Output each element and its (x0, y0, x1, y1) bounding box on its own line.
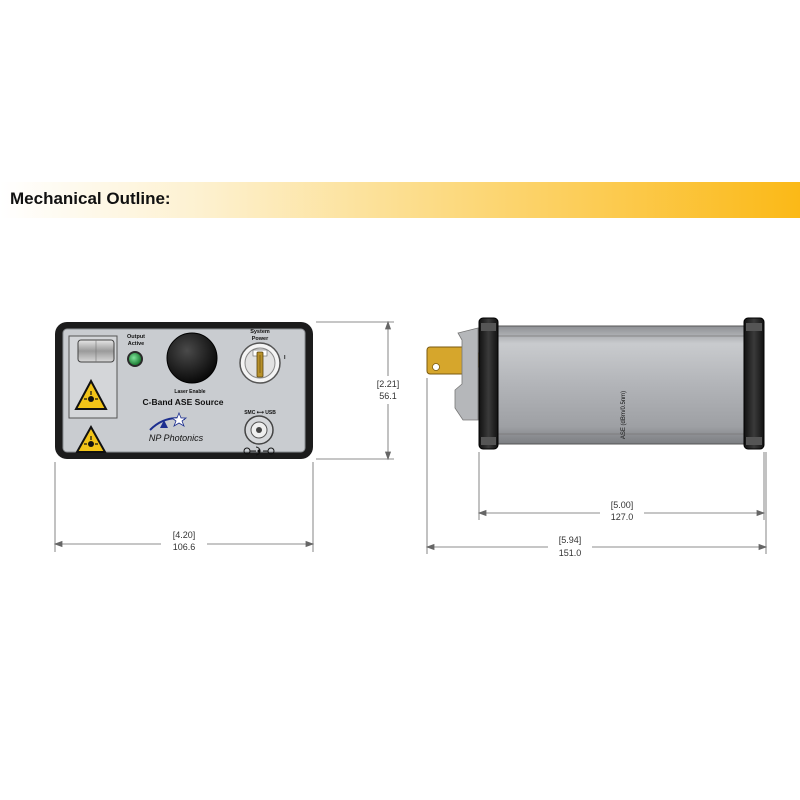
output-label-line2: Active (128, 341, 145, 347)
system-power-line1: System (250, 329, 270, 335)
laser-warning-icon (75, 424, 107, 453)
side-label: ASE (dBm/0.5nm) (621, 391, 627, 439)
dim-width-mm: 106.6 (173, 542, 196, 552)
front-end-cap (478, 317, 499, 450)
output-label-line1: Output (127, 334, 145, 340)
np-photonics-logo (149, 411, 188, 431)
dc-connector-icon (244, 415, 274, 445)
dim-height-mm: 56.1 (379, 391, 397, 401)
housing-body (495, 325, 747, 445)
dim-body-mm: 127.0 (611, 512, 634, 522)
laser-warning-icon (74, 378, 108, 410)
key-position-mark: I (284, 355, 286, 361)
laser-enable-knob (166, 332, 218, 384)
switch-label: SMC ⟷ USB (244, 410, 276, 416)
dim-width-in: [4.20] (173, 530, 196, 540)
dim-body-in: [5.00] (611, 500, 634, 510)
product-name: C-Band ASE Source (143, 397, 224, 407)
front-view: Output Active Laser Enable C-Band ASE So… (55, 322, 313, 459)
dim-overall-in: [5.94] (559, 535, 582, 545)
brand-name: NP Photonics (149, 433, 204, 443)
laser-enable-label: Laser Enable (174, 389, 205, 395)
dc-polarity-icon (243, 446, 275, 456)
system-power-line2: Power (252, 336, 269, 342)
rear-end-cap (743, 317, 765, 450)
dim-overall-mm: 151.0 (559, 548, 582, 558)
section-title: Mechanical Outline: (10, 189, 171, 208)
output-active-led (129, 353, 141, 365)
section-header-bar: Mechanical Outline: (0, 182, 800, 218)
dim-height-in: [2.21] (377, 379, 400, 389)
key-switch-barrel (454, 327, 479, 421)
power-key-icon (239, 342, 281, 384)
side-view: ASE (dBm/0.5nm) (426, 317, 765, 450)
